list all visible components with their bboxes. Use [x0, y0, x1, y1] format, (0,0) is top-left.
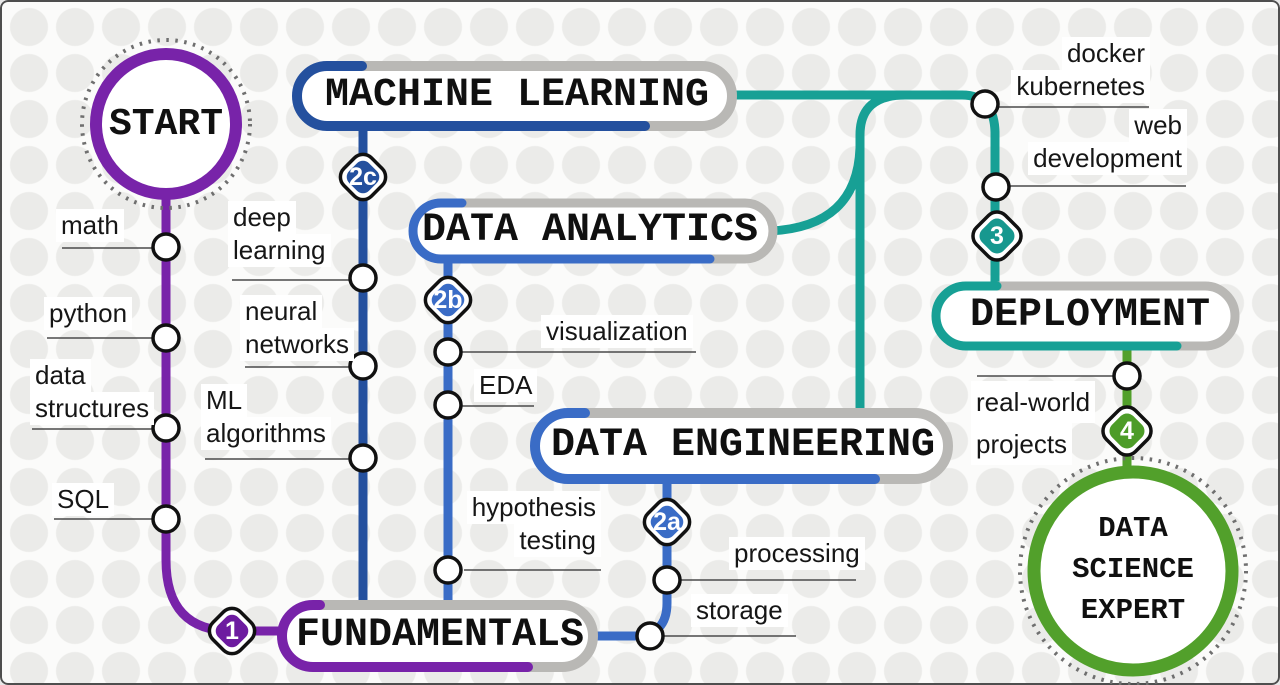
station-underlines — [32, 106, 1186, 637]
storage-station — [635, 621, 665, 651]
node-4 — [1101, 405, 1153, 457]
math-station — [151, 232, 181, 262]
fundamentals-pill-accent — [277, 600, 533, 672]
node-2a-number: 2a — [653, 508, 681, 536]
node-2b — [423, 275, 473, 325]
data-engineering-route — [591, 473, 672, 641]
expert-circle — [1027, 465, 1239, 677]
start-decor-ring — [80, 38, 252, 210]
route-lines — [161, 90, 1132, 641]
real-world-projects-station — [1112, 361, 1142, 391]
terminals — [80, 38, 1248, 685]
ml-algorithms-station — [348, 443, 378, 473]
node-2b-number: 2b — [433, 286, 463, 314]
station-dots — [151, 89, 1142, 651]
eda-label: EDA — [474, 369, 538, 402]
data-structures-label: data structures — [30, 359, 155, 425]
node-4-number: 4 — [1120, 417, 1134, 445]
deployment-label: DEPLOYMENT — [969, 293, 1211, 338]
processing-label: processing — [729, 537, 865, 570]
data-analytics-pill-gray — [457, 198, 778, 264]
visualization-label: visualization — [541, 315, 693, 348]
expert-label-line3: EXPERT — [1080, 594, 1186, 627]
sql-label: SQL — [52, 483, 115, 516]
ml-algorithms-label: ML algorithms — [201, 384, 331, 450]
machine-learning-pill-accent — [292, 61, 650, 131]
deployment-pill-accent — [931, 281, 1182, 351]
storage-label: storage — [691, 594, 788, 627]
math-label: math — [56, 209, 124, 242]
machine-learning-label: MACHINE LEARNING — [324, 73, 710, 118]
hypothesis-testing-label: hypothesis testing — [466, 491, 601, 557]
docker-kubernetes-label: docker kubernetes — [1011, 37, 1150, 103]
node-2c-number: 2c — [349, 163, 377, 191]
milestone-pills — [277, 61, 1240, 672]
deep-learning-label: deep learning — [228, 201, 331, 267]
data-structures-station — [151, 413, 181, 443]
node-1 — [207, 606, 257, 656]
python-label: python — [44, 297, 133, 330]
neural-networks-label: neural networks — [240, 295, 355, 361]
fundamentals-label: FUNDAMENTALS — [295, 613, 585, 658]
node-2c-fill — [346, 160, 380, 194]
eda-station — [433, 390, 463, 420]
expert-label-line1: DATA — [1098, 512, 1168, 545]
docker-kubernetes-station — [970, 89, 1000, 119]
machine-learning-pill-gray — [357, 61, 737, 131]
deployment-pill-gray — [992, 281, 1240, 351]
node-3-number: 3 — [990, 222, 1004, 250]
node-1-number: 1 — [225, 617, 239, 645]
teal-engineering-branch — [855, 90, 910, 415]
data-analytics-pill-accent — [408, 198, 715, 264]
data-analytics-label: DATA ANALYTICS — [421, 208, 759, 253]
expert-label: DATA SCIENCE EXPERT — [1033, 508, 1233, 631]
expert-label-line2: SCIENCE — [1072, 553, 1194, 586]
node-2c — [338, 152, 388, 202]
sql-station — [151, 504, 181, 534]
node-3 — [971, 210, 1023, 262]
node-4-fill — [1109, 413, 1145, 449]
data-engineering-pill-body — [535, 413, 948, 479]
deep-learning-station — [348, 263, 378, 293]
web-development-station — [981, 172, 1011, 202]
teal-analytics-branch — [765, 143, 865, 236]
node-2a-fill — [650, 505, 684, 539]
node-3-fill — [979, 218, 1015, 254]
expert-decor-ring — [1018, 456, 1248, 685]
data-engineering-label: DATA ENGINEERING — [550, 423, 936, 468]
node-2b-fill — [431, 283, 465, 317]
visualization-station — [433, 337, 463, 367]
node-1-fill — [215, 614, 249, 648]
deployment-pill-body — [936, 286, 1235, 346]
python-station — [151, 323, 181, 353]
start-circle — [90, 48, 242, 200]
data-analytics-pill-body — [413, 203, 773, 259]
data-engineering-pill-accent — [530, 408, 880, 484]
neural-networks-station — [348, 351, 378, 381]
fundamentals-pill-body — [282, 605, 593, 667]
start-label: START — [108, 103, 224, 146]
fundamentals-pill-gray — [315, 600, 598, 672]
web-development-label: web development — [1028, 109, 1187, 175]
real-world-projects-label: real-world projects — [971, 381, 1096, 465]
processing-station — [652, 565, 682, 595]
hypothesis-testing-station — [433, 555, 463, 585]
machine-learning-pill-body — [297, 66, 732, 126]
numbered-nodes — [207, 152, 1153, 656]
data-engineering-pill-gray — [580, 408, 953, 484]
node-2a — [642, 497, 692, 547]
